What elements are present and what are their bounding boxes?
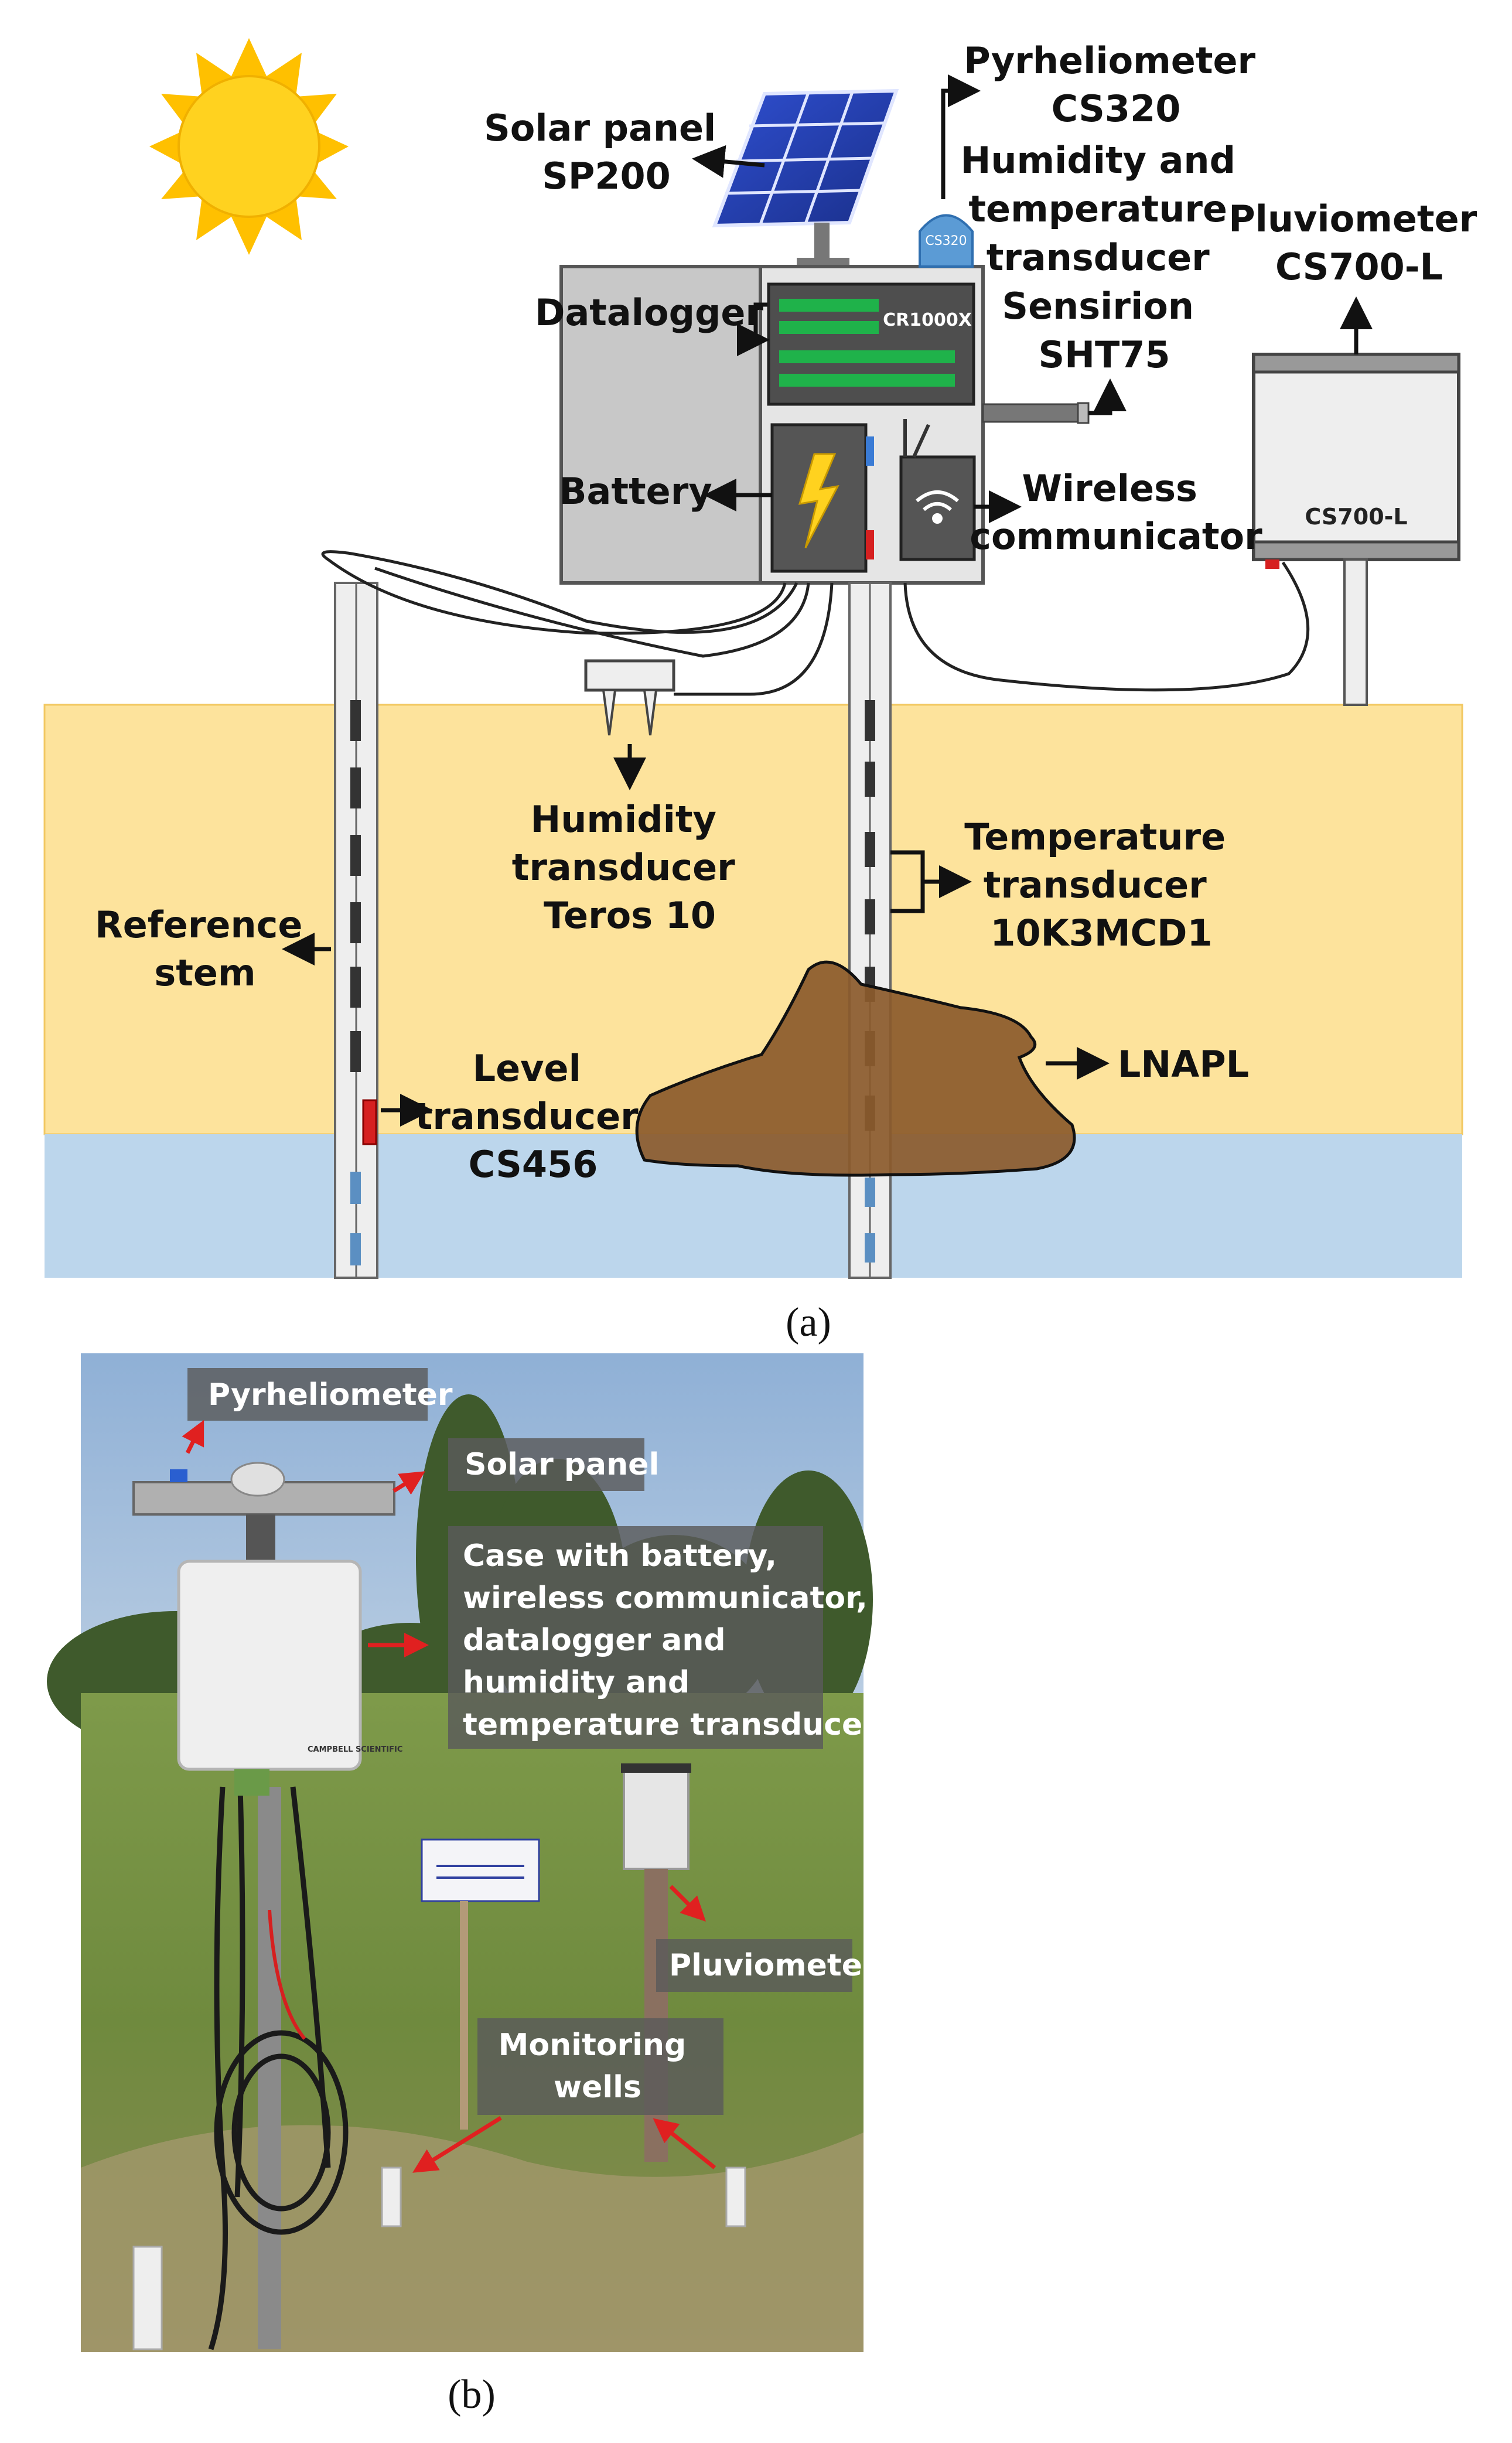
solar-panel-icon [712,88,899,266]
lnapl-blob [635,960,1076,1177]
datalogger-case: CR1000X [559,265,985,585]
panel-b-caption: (b) [448,2372,496,2417]
level-transducer-label: Level transducer CS456 [415,1047,651,1186]
panel-a-caption: (a) [786,1300,831,1345]
lightning-icon [798,453,839,548]
photo-pluviometer-label: Pluviometer [669,1948,878,1983]
sht75-probe [982,403,1084,423]
level-transducer-sensor [362,1099,377,1145]
battery-label: Battery [559,470,712,513]
reference-stem-sensors [350,700,361,1072]
sun-icon [149,38,349,255]
reference-stem-label: Reference stem [95,903,315,994]
datalogger-label: Datalogger [535,291,763,334]
photo-sign [421,1838,540,2130]
wifi-icon [916,490,959,524]
photo-well-right [725,2166,746,2227]
pyrheliometer-label: Pyrheliometer CS320 [964,39,1268,130]
pluviometer-device: CS700-L [1252,353,1460,706]
photo-monitoring-wells-label: Monitoring wells [499,2028,697,2105]
photo-pyrheliometer-label: Pyrheliometer [208,1377,453,1412]
panel-a-diagram: CR1000X CS320 [43,38,1490,1345]
datalogger-model-label: CR1000X [883,310,972,330]
photo-well-left [381,2166,402,2227]
pyrheliometer-sensor: CS320 [919,214,974,268]
panel-a-arrows [282,74,1373,1127]
teros10-sensor [584,659,675,736]
photo-case-label: Case with battery, wireless communicator… [463,1538,878,1742]
sensor-cap-model-label: CS320 [925,234,967,248]
panel-b-photo: CAMPBELL SCIENTIFIC Pyrheliometer Solar … [47,1353,878,2417]
pluviometer-box-model-label: CS700-L [1305,504,1407,530]
humidity-transducer-label: Humidity transducer Teros 10 [512,798,748,937]
temperature-transducer-label: Temperature transducer 10K3MCD1 [964,816,1238,954]
solar-panel-label: Solar panel SP200 [484,107,729,197]
photo-brand-label: CAMPBELL SCIENTIFIC [308,1745,402,1754]
lnapl-label: LNAPL [1118,1043,1249,1086]
wireless-unit [899,455,976,561]
panel-b-arrows [182,1420,716,2173]
photo-solar-panel-label: Solar panel [465,1447,659,1482]
cable-bundle [208,1786,349,2350]
cables [321,550,1310,696]
wireless-label: Wireless communicator [970,467,1262,558]
photo-well-front [132,2246,163,2350]
humidity-temperature-label: Humidity and temperature transducer Sens… [960,139,1248,376]
pluviometer-label: Pluviometer CS700-L [1228,197,1490,288]
